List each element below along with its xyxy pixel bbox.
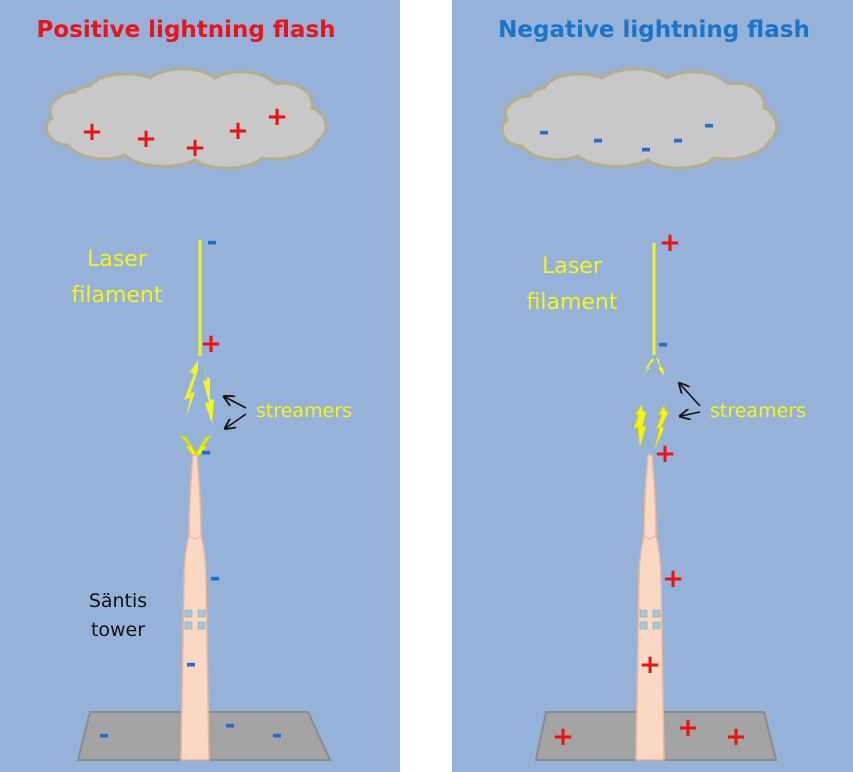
minus-charge: - <box>186 649 197 679</box>
minus-charge: - <box>641 134 652 164</box>
panel-negative: Negative lightning flash - - - - - Laser… <box>452 0 853 772</box>
tower-charges: + + + + + + <box>552 439 747 752</box>
laser-label-line2: filament <box>527 290 618 315</box>
panel-title: Negative lightning flash <box>498 17 810 43</box>
streamers-arrow <box>681 412 701 416</box>
plus-charge: + <box>725 722 747 752</box>
streamers-arrow <box>226 413 247 428</box>
tower-windows <box>639 609 661 630</box>
laser-label-line1: Laser <box>542 254 603 279</box>
laser-label-line1: Laser <box>87 247 148 272</box>
minus-charge: - <box>593 125 604 155</box>
minus-charge: - <box>673 125 684 155</box>
tower-charges: - - - - - - <box>99 437 283 750</box>
plus-charge: + <box>662 564 684 594</box>
minus-charge: - <box>207 227 218 257</box>
streamers-arrow <box>680 384 701 407</box>
streamers-arrow <box>225 397 247 409</box>
cloud-charges: - - - - - <box>539 110 715 164</box>
panel-title: Positive lightning flash <box>36 17 335 43</box>
plus-charge: + <box>227 116 249 146</box>
plus-charge: + <box>677 713 699 743</box>
minus-charge: - <box>99 720 110 750</box>
plus-charge: + <box>200 329 222 359</box>
plus-charge: + <box>639 650 661 680</box>
plus-charge: + <box>135 124 157 154</box>
plus-charge: + <box>266 102 288 132</box>
plus-charge: + <box>184 133 206 163</box>
santis-tower <box>180 454 210 761</box>
panel-positive: Positive lightning flash + + + + + Laser… <box>0 0 400 772</box>
santis-tower <box>635 454 665 761</box>
streamers-label: streamers <box>710 400 806 422</box>
laser-label-line2: filament <box>72 283 163 308</box>
tower-label-line2: tower <box>91 619 145 641</box>
minus-charge: - <box>201 437 212 467</box>
plus-charge: + <box>654 439 676 469</box>
plus-charge: + <box>659 228 681 258</box>
streamers-tower <box>633 404 669 449</box>
minus-charge: - <box>539 117 550 147</box>
minus-charge: - <box>210 563 221 593</box>
cloud <box>45 67 328 170</box>
streamers-tower <box>181 435 211 458</box>
minus-charge: - <box>272 720 283 750</box>
plus-charge: + <box>552 722 574 752</box>
cloud <box>500 67 779 170</box>
minus-charge: - <box>658 329 669 359</box>
cloud-charges: + + + + + <box>81 102 288 163</box>
minus-charge: - <box>704 110 715 140</box>
plus-charge: + <box>81 117 103 147</box>
streamers-top <box>642 358 664 376</box>
streamers-top <box>184 360 214 424</box>
streamers-label: streamers <box>256 400 352 422</box>
tower-label-line1: Säntis <box>89 590 147 612</box>
tower-windows <box>184 609 206 630</box>
minus-charge: - <box>225 710 236 740</box>
